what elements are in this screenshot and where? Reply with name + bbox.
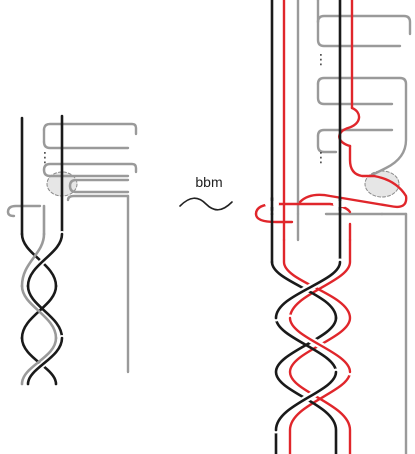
right-crossings: [265, 196, 354, 434]
left-ellipsis: ⋮: [38, 150, 52, 166]
right-ellipsis-middle: ⋮: [314, 150, 328, 166]
right-diagram: [254, 0, 412, 454]
left-gray-arcs: [6, 122, 138, 374]
squiggle-arrow-icon: [179, 197, 233, 211]
left-crossings: [25, 231, 65, 387]
right-gray-arcs: [296, 0, 412, 454]
right-ellipsis-top: ⋮: [314, 52, 328, 68]
left-diagram: [6, 114, 138, 387]
left-gray-twist: [20, 204, 58, 386]
move-label: bbm: [195, 174, 223, 190]
